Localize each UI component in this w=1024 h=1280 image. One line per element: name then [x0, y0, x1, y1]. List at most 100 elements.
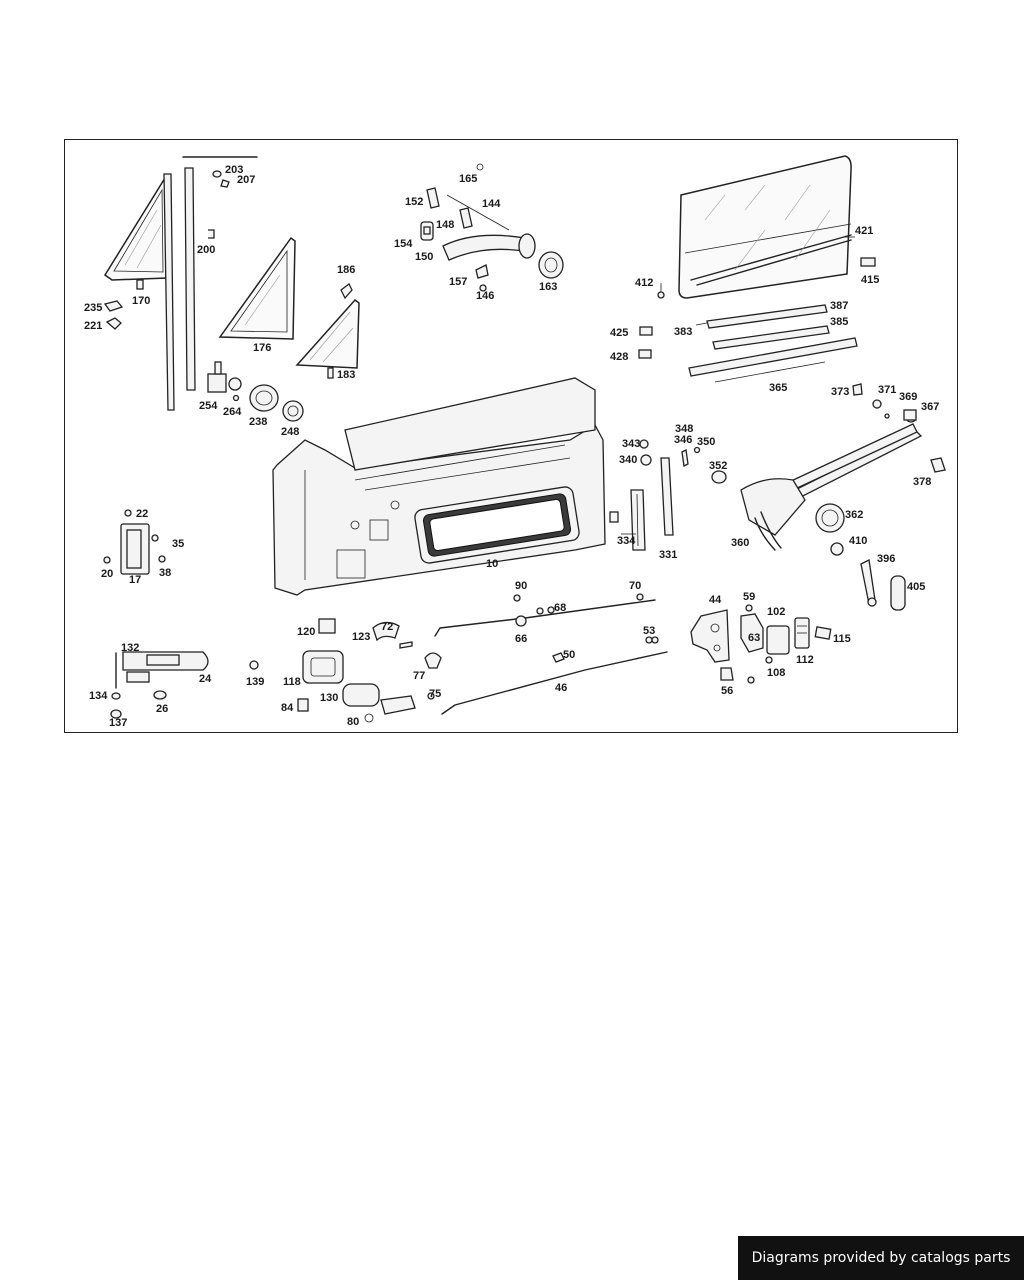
- callout-137: 137: [109, 717, 127, 729]
- callout-80: 80: [347, 716, 359, 728]
- callout-77: 77: [413, 670, 425, 682]
- hinge-17: [103, 509, 166, 575]
- callout-378: 378: [913, 476, 931, 488]
- callout-352: 352: [709, 460, 727, 472]
- callout-165: 165: [459, 173, 477, 185]
- callout-331: 331: [659, 549, 677, 561]
- callout-396: 396: [877, 553, 895, 565]
- guide-channels: [609, 439, 727, 551]
- callout-207: 207: [237, 174, 255, 186]
- callout-118: 118: [283, 676, 301, 688]
- exploded-parts-diagram: 10 17 20 22 24 26 35 38 44 46 50 53 56 5…: [64, 139, 958, 733]
- leader-lines: [621, 236, 855, 535]
- callout-170: 170: [132, 295, 150, 307]
- callout-56: 56: [721, 685, 733, 697]
- callout-163: 163: [539, 281, 557, 293]
- callout-387: 387: [830, 300, 848, 312]
- callout-340: 340: [619, 454, 637, 466]
- vent-window-170: [103, 176, 170, 290]
- callout-38: 38: [159, 567, 171, 579]
- callout-68: 68: [554, 602, 566, 614]
- callout-367: 367: [921, 401, 939, 413]
- callout-120: 120: [297, 626, 315, 638]
- callout-102: 102: [767, 606, 785, 618]
- callout-10: 10: [486, 558, 498, 570]
- callout-26: 26: [156, 703, 168, 715]
- callout-425: 425: [610, 327, 628, 339]
- callout-238: 238: [249, 416, 267, 428]
- callout-152: 152: [405, 196, 423, 208]
- inner-handle-118: [297, 618, 442, 723]
- callout-348: 348: [675, 423, 693, 435]
- callout-108: 108: [767, 667, 785, 679]
- callout-405: 405: [907, 581, 925, 593]
- callout-183: 183: [337, 369, 355, 381]
- vent-window-176: [218, 236, 296, 340]
- credit-text: Diagrams provided by catalogs parts: [751, 1250, 1011, 1266]
- callout-84: 84: [281, 702, 294, 714]
- callout-148: 148: [436, 219, 454, 231]
- callout-373: 373: [831, 386, 849, 398]
- callout-146: 146: [476, 290, 494, 302]
- callout-365: 365: [769, 382, 787, 394]
- clip-235: [103, 300, 124, 330]
- callout-123: 123: [352, 631, 370, 643]
- callout-421: 421: [855, 225, 873, 237]
- callout-20: 20: [101, 568, 113, 580]
- door-check-24: [110, 651, 259, 719]
- callout-203: 203: [225, 164, 243, 176]
- window-channel-200: [163, 156, 258, 411]
- callout-383: 383: [674, 326, 692, 338]
- door-lock-44: [690, 604, 832, 684]
- callout-150: 150: [415, 251, 433, 263]
- callout-90: 90: [515, 580, 527, 592]
- callout-53: 53: [643, 625, 655, 637]
- callout-66: 66: [515, 633, 527, 645]
- callout-186: 186: [337, 264, 355, 276]
- callout-360: 360: [731, 537, 749, 549]
- callout-200: 200: [197, 244, 215, 256]
- credit-banner: Diagrams provided by catalogs parts: [738, 1236, 1024, 1280]
- callout-410: 410: [849, 535, 867, 547]
- callout-371: 371: [878, 384, 896, 396]
- callout-362: 362: [845, 509, 863, 521]
- callout-428: 428: [610, 351, 628, 363]
- callout-235: 235: [84, 302, 102, 314]
- callout-350: 350: [697, 436, 715, 448]
- linkage-rods: [434, 593, 668, 715]
- callout-132: 132: [121, 642, 139, 654]
- callout-264: 264: [223, 406, 242, 418]
- callout-59: 59: [743, 591, 755, 603]
- callout-17: 17: [129, 574, 141, 586]
- callout-334: 334: [617, 535, 636, 547]
- callout-63: 63: [748, 632, 760, 644]
- callout-72: 72: [381, 621, 393, 633]
- callout-346: 346: [674, 434, 692, 446]
- callout-24: 24: [199, 673, 212, 685]
- callout-139: 139: [246, 676, 264, 688]
- callout-46: 46: [555, 682, 567, 694]
- callout-130: 130: [320, 692, 338, 704]
- callout-50: 50: [563, 649, 575, 661]
- callout-44: 44: [709, 594, 722, 606]
- callout-369: 369: [899, 391, 917, 403]
- callout-343: 343: [622, 438, 640, 450]
- callout-labels: 10 17 20 22 24 26 35 38 44 46 50 53 56 5…: [84, 164, 939, 729]
- vent-window-183: [295, 283, 360, 379]
- callout-412: 412: [635, 277, 653, 289]
- callout-112: 112: [796, 654, 814, 666]
- callout-176: 176: [253, 342, 271, 354]
- crank-assembly-254: [207, 361, 304, 422]
- callout-35: 35: [172, 538, 184, 550]
- callout-22: 22: [136, 508, 148, 520]
- callout-254: 254: [199, 400, 218, 412]
- callout-157: 157: [449, 276, 467, 288]
- callout-248: 248: [281, 426, 299, 438]
- callout-415: 415: [861, 274, 879, 286]
- door-assembly-drawing: 10 17 20 22 24 26 35 38 44 46 50 53 56 5…: [84, 155, 946, 729]
- callout-385: 385: [830, 316, 848, 328]
- callout-154: 154: [394, 238, 413, 250]
- callout-70: 70: [629, 580, 641, 592]
- callout-75: 75: [429, 688, 441, 700]
- door-shell-10: [272, 377, 606, 596]
